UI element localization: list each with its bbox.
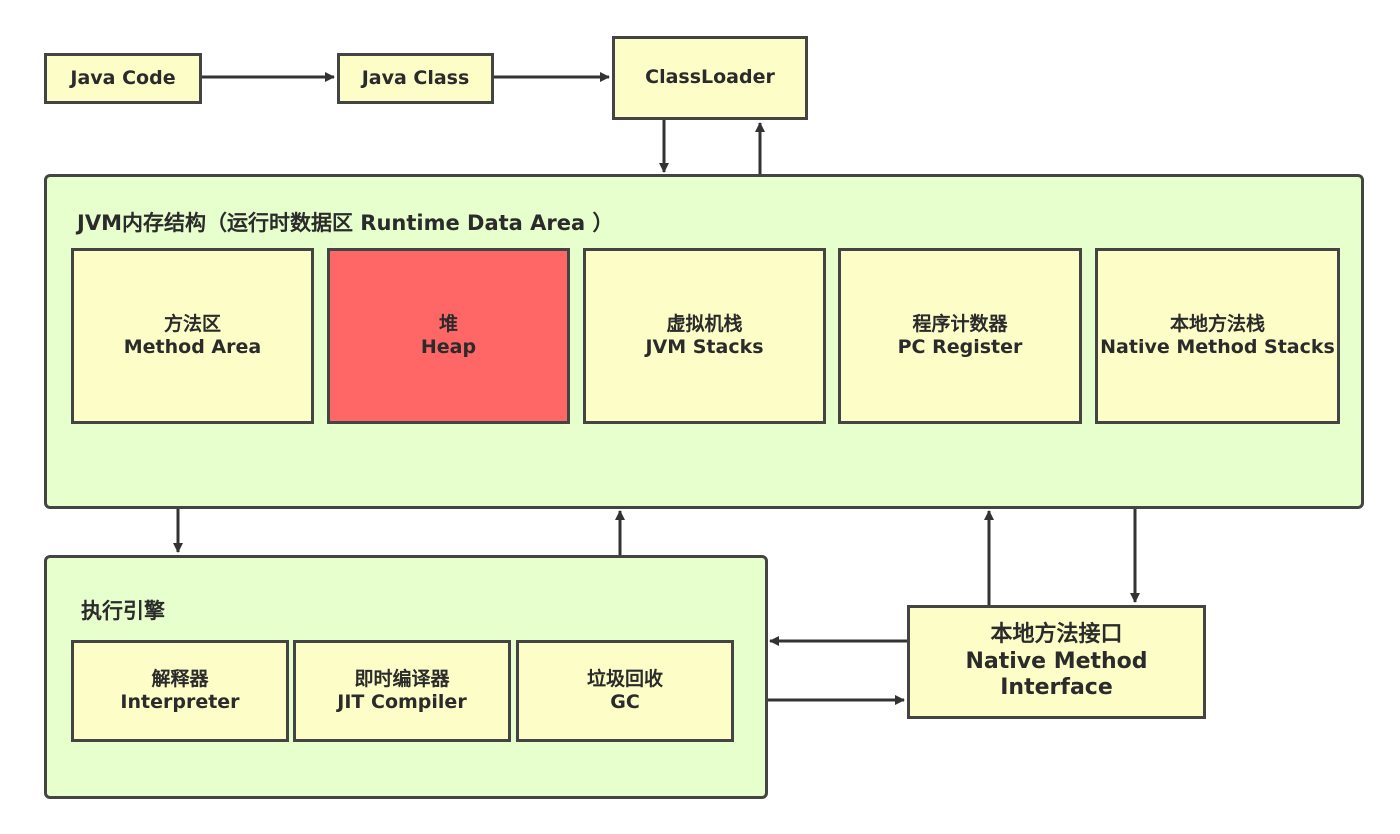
native-method-stacks-en: Native Method Stacks bbox=[1100, 336, 1335, 358]
method-area-cn: 方法区 bbox=[163, 312, 221, 335]
java-class-node: Java Class bbox=[337, 53, 494, 104]
heap-en: Heap bbox=[420, 336, 477, 358]
jvm-stacks-block: 虚拟机栈 JVM Stacks bbox=[583, 248, 826, 424]
jit-compiler-block: 即时编译器 JIT Compiler bbox=[293, 640, 511, 742]
pc-register-cn: 程序计数器 bbox=[912, 312, 1008, 335]
heap-cn: 堆 bbox=[438, 312, 458, 335]
pc-register-block: 程序计数器 PC Register bbox=[838, 248, 1082, 424]
jvm-stacks-en: JVM Stacks bbox=[645, 336, 764, 358]
method-area-en: Method Area bbox=[123, 336, 262, 358]
heap-block: 堆 Heap bbox=[327, 248, 570, 424]
native-method-interface-cn: 本地方法接口 bbox=[990, 621, 1123, 647]
execution-engine-title: 执行引擎 bbox=[81, 599, 165, 623]
java-code-label: Java Code bbox=[70, 66, 176, 89]
method-area-block: 方法区 Method Area bbox=[71, 248, 314, 424]
classloader-label: ClassLoader bbox=[645, 66, 775, 89]
jit-compiler-en: JIT Compiler bbox=[337, 691, 467, 713]
native-method-interface-en: Native Method Interface bbox=[965, 648, 1148, 701]
jvm-stacks-cn: 虚拟机栈 bbox=[666, 312, 743, 335]
gc-cn: 垃圾回收 bbox=[586, 667, 663, 690]
gc-en: GC bbox=[610, 691, 640, 713]
interpreter-block: 解释器 Interpreter bbox=[71, 640, 289, 742]
java-class-label: Java Class bbox=[361, 66, 470, 89]
runtime-data-area-title: JVM内存结构（运行时数据区 Runtime Data Area ） bbox=[77, 211, 614, 235]
jit-compiler-cn: 即时编译器 bbox=[354, 667, 450, 690]
classloader-node: ClassLoader bbox=[612, 36, 808, 120]
interpreter-cn: 解释器 bbox=[151, 667, 209, 690]
pc-register-en: PC Register bbox=[897, 336, 1023, 358]
gc-block: 垃圾回收 GC bbox=[516, 640, 734, 742]
java-code-node: Java Code bbox=[44, 53, 202, 104]
native-method-stacks-cn: 本地方法栈 bbox=[1169, 312, 1265, 335]
native-method-stacks-block: 本地方法栈 Native Method Stacks bbox=[1095, 248, 1340, 424]
interpreter-en: Interpreter bbox=[120, 691, 240, 713]
native-method-interface-node: 本地方法接口 Native Method Interface bbox=[907, 605, 1206, 719]
